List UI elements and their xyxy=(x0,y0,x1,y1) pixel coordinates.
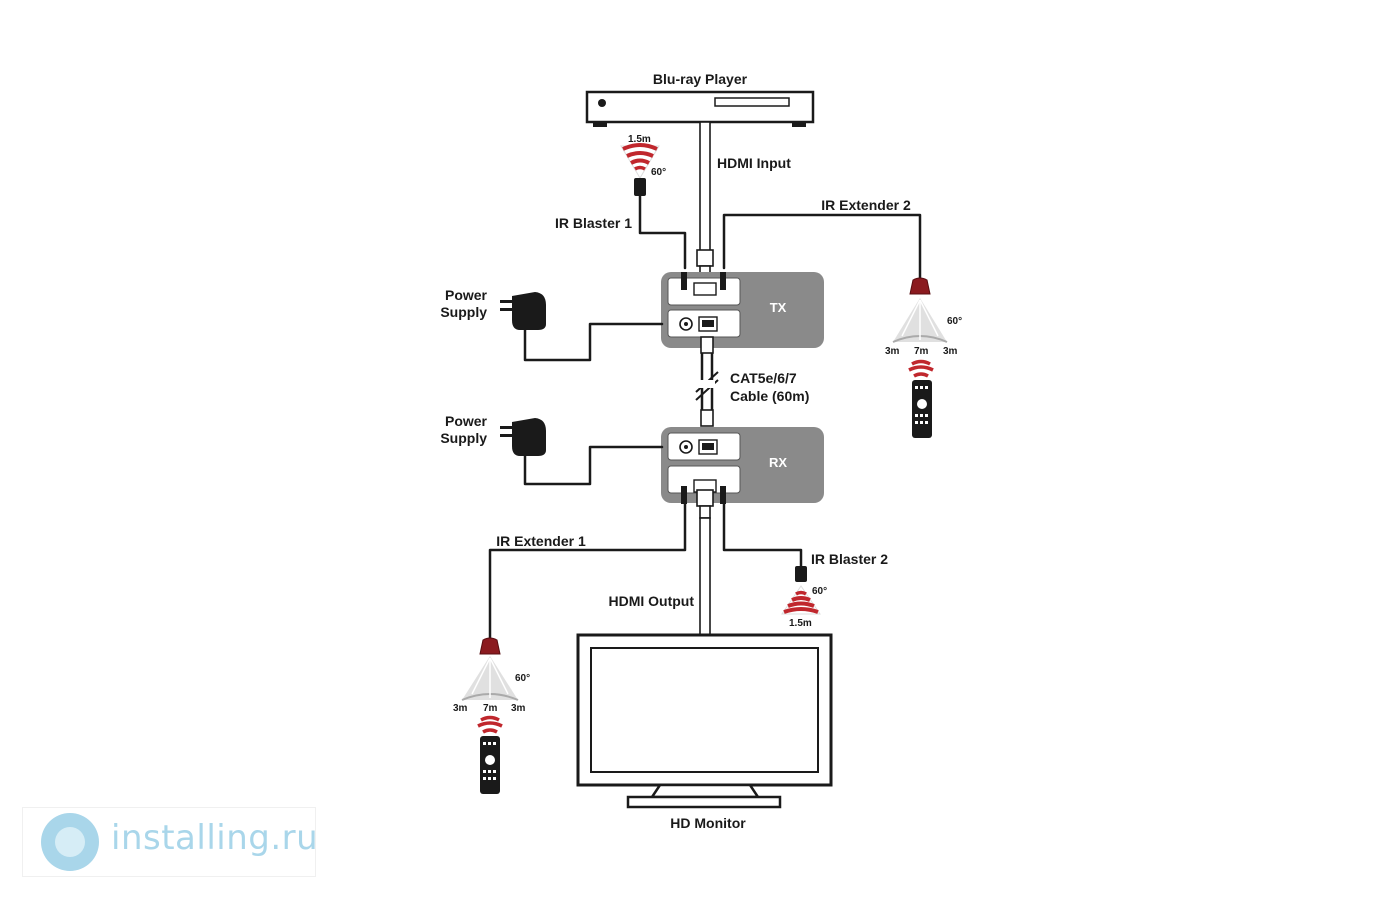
cable-label-line2: Cable (60m) xyxy=(730,388,809,404)
watermark-text: installing.ru xyxy=(111,818,319,858)
ir-extender-1-label: IR Extender 1 xyxy=(496,533,586,549)
ir-blaster-2-angle: 60° xyxy=(812,586,827,597)
hdmi-input-cable xyxy=(696,121,714,279)
ir-blaster-1-label: IR Blaster 1 xyxy=(555,215,632,231)
ir-extender-1-range-right: 3m xyxy=(511,703,526,714)
ir-extender-2 xyxy=(892,277,948,438)
cat-cable xyxy=(695,336,719,427)
ir-extender-1-range-center: 7m xyxy=(483,703,498,714)
ir-blaster-2-label: IR Blaster 2 xyxy=(811,551,888,567)
hdmi-output-cable xyxy=(696,489,714,637)
cable-label-line1: CAT5e/6/7 xyxy=(730,370,797,386)
watermark-logo-icon xyxy=(41,813,99,871)
hdmi-output-label: HDMI Output xyxy=(608,593,694,609)
ir-extender-1-cable xyxy=(488,502,687,642)
ir-blaster-2 xyxy=(722,502,821,615)
power-supply-rx xyxy=(500,418,664,486)
ir-extender-2-label: IR Extender 2 xyxy=(821,197,911,213)
ir-extender-2-angle: 60° xyxy=(947,316,962,327)
hd-monitor xyxy=(576,633,833,809)
tx-unit xyxy=(661,272,824,348)
bluray-player-label: Blu-ray Player xyxy=(653,71,748,87)
ir-extender-2-range-left: 3m xyxy=(885,346,900,357)
ir-blaster-1-range: 1.5m xyxy=(628,134,651,145)
rx-unit xyxy=(661,427,824,504)
tx-label: TX xyxy=(770,300,787,315)
ir-extender-2-range-right: 3m xyxy=(943,346,958,357)
ir-blaster-1-angle: 60° xyxy=(651,167,666,178)
power-supply-tx-label-line2: Supply xyxy=(440,304,487,320)
power-supply-rx-label-line1: Power xyxy=(445,413,488,429)
ir-extender-1-range-left: 3m xyxy=(453,703,468,714)
hd-monitor-label: HD Monitor xyxy=(670,815,746,831)
power-supply-tx xyxy=(500,292,664,362)
watermark: installing.ru xyxy=(22,807,319,877)
bluray-player xyxy=(585,90,815,127)
ir-blaster-1 xyxy=(620,143,687,270)
ir-extender-2-range-center: 7m xyxy=(914,346,929,357)
power-supply-tx-label-line1: Power xyxy=(445,287,488,303)
ir-blaster-2-range: 1.5m xyxy=(789,618,812,629)
hdmi-input-label: HDMI Input xyxy=(717,155,791,171)
ir-extender-2-cable xyxy=(722,213,922,282)
rx-label: RX xyxy=(769,455,787,470)
ir-extender-1-angle: 60° xyxy=(515,673,530,684)
power-supply-rx-label-line2: Supply xyxy=(440,430,487,446)
ir-extender-1 xyxy=(461,637,519,794)
